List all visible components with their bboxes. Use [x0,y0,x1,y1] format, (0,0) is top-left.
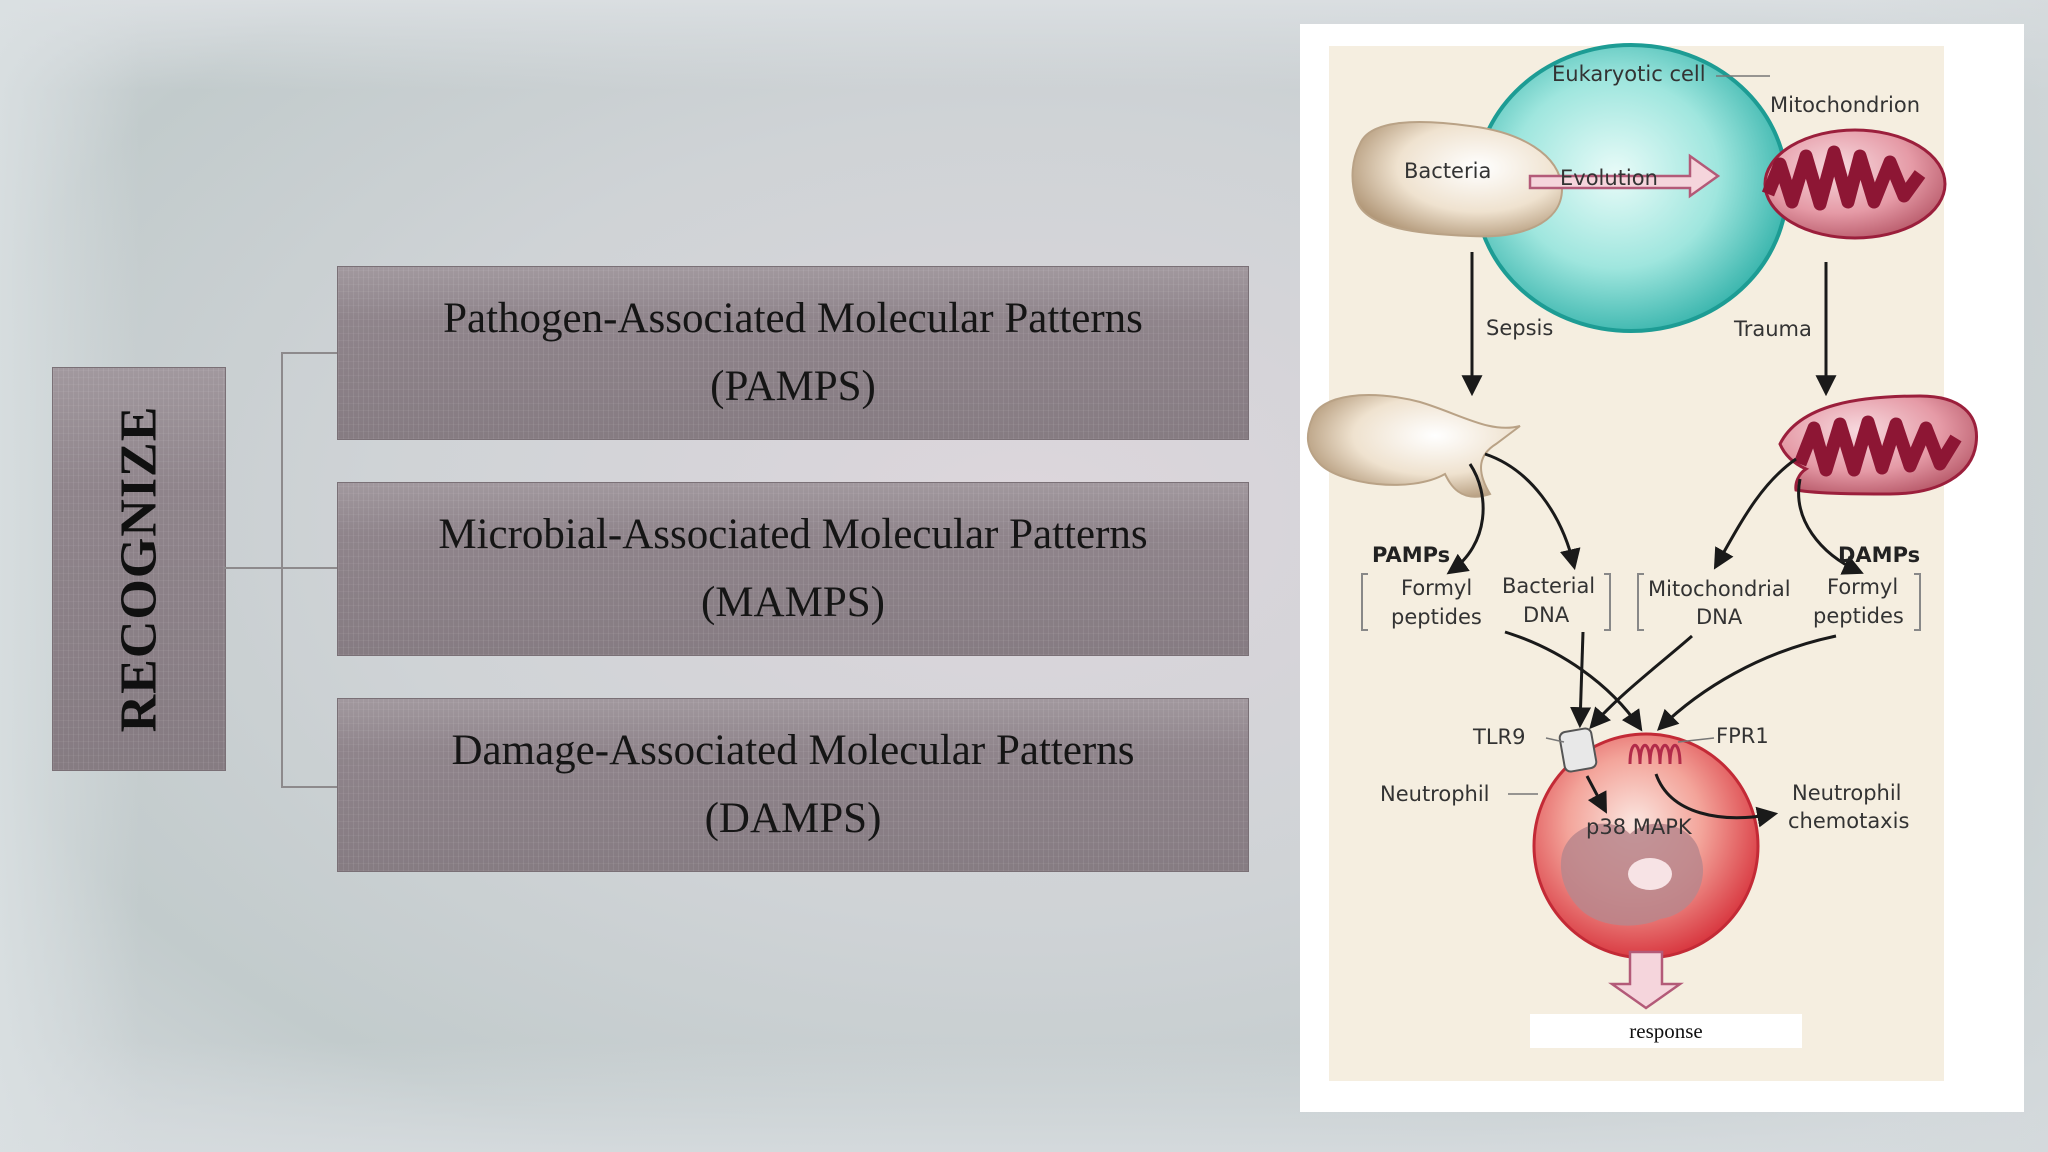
released-mito-cristae [1793,415,1962,477]
arrow-formyl-left-to-fpr1 [1504,630,1643,732]
pathway-diagram: Eukaryotic cell Mitochondrion Bacteria E… [1306,43,1978,1010]
pattern-box-mamps: Microbial-Associated Molecular Patterns … [337,482,1249,656]
formyl-left-line1: Formyl [1401,576,1472,600]
neutrophil-label: Neutrophil [1380,782,1490,806]
fpr1-receptor [1628,743,1682,765]
arrow-to-formyl-left [1446,463,1485,575]
fpr1-label: FPR1 [1716,724,1769,748]
chemotaxis-line2: chemotaxis [1788,809,1909,833]
pattern-abbrev: (DAMPS) [704,795,882,842]
pattern-title: Pathogen-Associated Molecular Patterns [443,295,1143,342]
tlr9-receptor [1558,727,1598,773]
evolution-arrow [1528,153,1721,199]
ruptured-bacterium [1306,394,1521,498]
pattern-title: Microbial-Associated Molecular Patterns [438,511,1148,558]
arrow-to-formyl-right [1797,478,1864,575]
bacterial-dna-line2: DNA [1523,603,1570,627]
damps-label: DAMPs [1838,543,1920,567]
arrow-tlr9-to-p38 [1585,775,1607,814]
bacteria-shape [1351,121,1564,238]
arrow-bacterial-to-tlr9 [1570,631,1592,729]
pamps-label: PAMPs [1372,543,1450,567]
tlr9-label: TLR9 [1472,725,1525,749]
recognize-box: RECOGNIZE [52,367,226,771]
response-arrow [1608,950,1684,1010]
formyl-left-line2: peptides [1391,605,1482,629]
bacterial-dna-line1: Bacterial [1502,574,1595,598]
mitochondrion-label: Mitochondrion [1770,93,1920,117]
pattern-box-damps: Damage-Associated Molecular Patterns (DA… [337,698,1249,872]
bracket-right-close [1914,573,1921,631]
diagram-figure: Eukaryotic cell Mitochondrion Bacteria E… [1300,24,2024,1112]
connector-bracket [281,352,339,788]
arrow-to-mito-dna [1713,457,1797,570]
connector-middle [281,567,337,569]
tlr9-pointer [1545,737,1565,743]
bacteria-label: Bacteria [1404,159,1491,183]
mito-dna-line2: DNA [1696,605,1743,629]
chemotaxis-line1: Neutrophil [1792,781,1902,805]
bracket-left [1361,573,1368,631]
response-label: response [1629,1018,1703,1043]
mito-dna-line1: Mitochondrial [1648,577,1791,601]
pattern-abbrev: (MAMPS) [700,579,885,626]
sepsis-label: Sepsis [1486,316,1553,340]
arrow-formyl-right-to-fpr1 [1656,634,1837,731]
trauma-label: Trauma [1733,317,1812,341]
arrow-mito-to-tlr9 [1589,634,1693,730]
pattern-title: Damage-Associated Molecular Patterns [451,727,1135,774]
connector-trunk [224,567,281,569]
formyl-right-line1: Formyl [1827,575,1898,599]
formyl-right-line2: peptides [1813,604,1904,628]
mitochondrion-cristae [1761,145,1926,211]
eukaryotic-cell-label: Eukaryotic cell [1552,62,1706,86]
arrow-to-bacterial-dna [1484,452,1581,571]
bracket-right [1637,573,1644,631]
pattern-box-pamps: Pathogen-Associated Molecular Patterns (… [337,266,1249,440]
pattern-abbrev: (PAMPS) [710,363,876,410]
arrow-to-chemotaxis [1654,773,1779,828]
recognize-label: RECOGNIZE [110,405,168,733]
bracket-left-close [1604,573,1611,631]
evolution-label: Evolution [1560,166,1658,190]
fpr1-pointer [1677,737,1715,743]
nucleus-spot [1628,858,1672,890]
response-box: response [1530,1014,1802,1048]
p38-label: p38 MAPK [1586,815,1693,839]
